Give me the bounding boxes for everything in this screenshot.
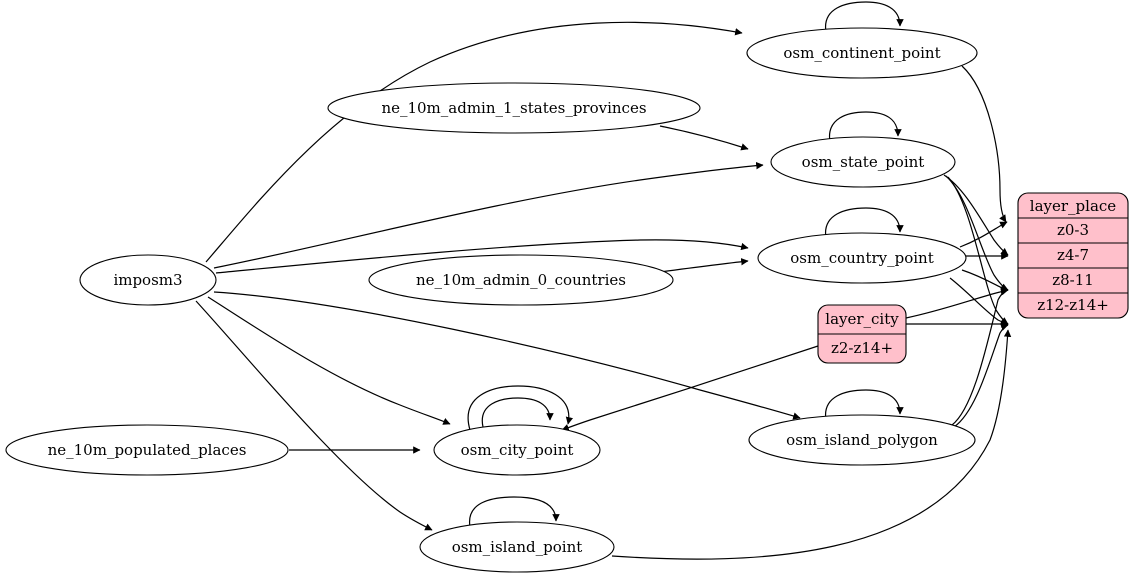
node-osm-city-point[interactable]: osm_city_point <box>433 424 601 476</box>
node-label-osm-island-point: osm_island_point <box>452 538 583 556</box>
node-osm-country-point[interactable]: osm_country_point <box>757 232 967 284</box>
record-row-layer-place-z0-3[interactable]: z0-3 <box>1057 221 1089 239</box>
edge-self-osm-island-polygon <box>825 389 904 421</box>
record-row-layer-city-title: layer_city <box>825 310 899 328</box>
edge-layer <box>195 1 1012 560</box>
node-ne-10m-admin-0-countries[interactable]: ne_10m_admin_0_countries <box>368 254 674 306</box>
node-label-ne-10m-admin-1-states-provinces: ne_10m_admin_1_states_provinces <box>381 99 646 117</box>
edge-imposm3-to-osm-island-point <box>195 300 433 531</box>
edge-imposm3-to-osm-continent-point <box>205 21 743 263</box>
edge-states-provinces-to-osm-state-point <box>659 125 749 151</box>
edge-osm-state-point-to-layer-place-z8-11 <box>945 175 1009 291</box>
edge-self-osm-city-point-outer <box>467 385 574 431</box>
record-node-layer-city[interactable]: layer_city z2-z14+ <box>817 304 907 364</box>
node-imposm3[interactable]: imposm3 <box>79 254 217 306</box>
node-label-ne-10m-admin-0-countries: ne_10m_admin_0_countries <box>416 271 626 289</box>
node-label-osm-continent-point: osm_continent_point <box>783 44 940 62</box>
node-ne-10m-admin-1-states-provinces[interactable]: ne_10m_admin_1_states_provinces <box>327 82 701 134</box>
edge-osm-country-point-to-layer-place-z0-3 <box>959 221 1008 248</box>
edge-osm-continent-point-to-layer-place-z0-3 <box>961 65 1007 223</box>
edge-self-osm-country-point <box>825 207 904 239</box>
edge-self-osm-continent-point <box>825 1 904 33</box>
edge-osm-country-point-to-layer-place-z12 <box>949 277 1009 326</box>
edge-osm-country-point-to-layer-place-z8-11 <box>961 269 1009 294</box>
node-osm-island-polygon[interactable]: osm_island_polygon <box>748 414 976 466</box>
record-row-layer-place-z12-z14[interactable]: z12-z14+ <box>1037 296 1109 314</box>
node-layer: imposm3 ne_10m_admin_1_states_provinces … <box>5 27 1129 573</box>
node-osm-island-point[interactable]: osm_island_point <box>419 521 615 573</box>
node-label-imposm3: imposm3 <box>113 271 182 289</box>
edge-osm-island-polygon-to-layer-place-z12 <box>953 323 1009 428</box>
edge-self-osm-city-point-inner <box>481 397 554 428</box>
record-row-layer-place-z4-7[interactable]: z4-7 <box>1057 246 1089 264</box>
edge-self-osm-island-point <box>469 496 560 528</box>
node-ne-10m-populated-places[interactable]: ne_10m_populated_places <box>5 424 289 476</box>
record-row-layer-place-z8-11[interactable]: z8-11 <box>1052 271 1094 289</box>
edge-imposm3-to-osm-country-point <box>215 239 749 274</box>
edge-imposm3-to-osm-city-point <box>207 296 451 425</box>
node-label-osm-city-point: osm_city_point <box>461 441 574 459</box>
edge-imposm3-to-osm-state-point <box>213 161 764 269</box>
node-label-osm-state-point: osm_state_point <box>802 153 925 171</box>
node-label-osm-island-polygon: osm_island_polygon <box>786 431 938 449</box>
edge-admin0-countries-to-osm-country-point <box>659 258 749 273</box>
node-osm-state-point[interactable]: osm_state_point <box>770 136 956 188</box>
record-node-layer-place[interactable]: layer_place z0-3 z4-7 z8-11 z12-z14+ <box>1017 192 1129 319</box>
edge-imposm3-to-osm-island-polygon <box>213 291 801 420</box>
edge-osm-island-point-to-layer-place-z12 <box>611 329 1012 560</box>
edge-osm-state-point-to-layer-place-z4-7 <box>943 174 1009 256</box>
edge-layer-city-to-osm-city-point <box>561 345 819 432</box>
record-row-layer-place-title: layer_place <box>1030 197 1117 215</box>
edge-layer-city-to-layer-place-z8-11 <box>905 286 1009 319</box>
edge-self-osm-state-point <box>828 111 902 143</box>
node-label-ne-10m-populated-places: ne_10m_populated_places <box>48 441 247 459</box>
record-row-layer-city-z2-z14[interactable]: z2-z14+ <box>831 339 893 357</box>
node-osm-continent-point[interactable]: osm_continent_point <box>746 27 978 79</box>
node-label-osm-country-point: osm_country_point <box>790 249 934 267</box>
